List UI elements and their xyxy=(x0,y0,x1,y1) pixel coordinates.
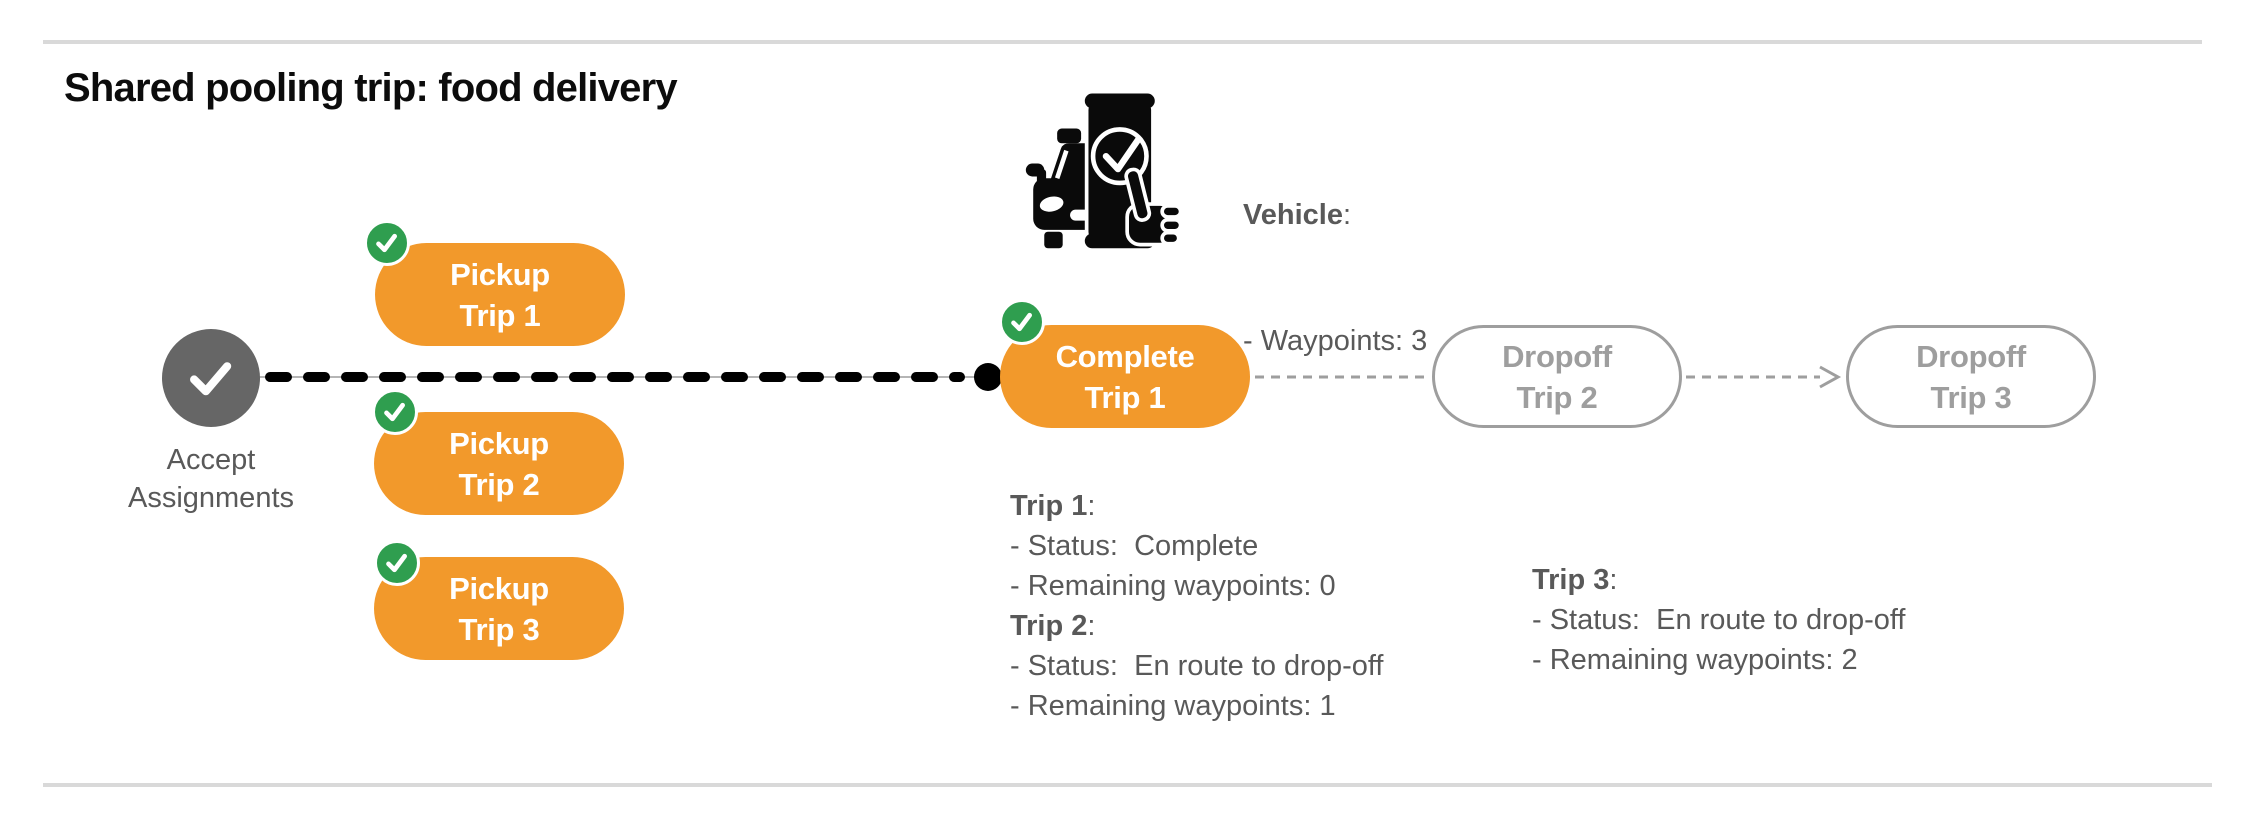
trip-3-name: Trip 3 xyxy=(1532,564,1610,596)
trip-2-name: Trip 2 xyxy=(1010,610,1088,642)
colon: : xyxy=(1087,490,1096,522)
pickup-trip-3-pill: Pickup Trip 3 xyxy=(374,557,624,660)
dropoff-trip-3-pill: Dropoff Trip 3 xyxy=(1846,325,2096,428)
check-badge-icon xyxy=(364,220,410,266)
complete-trip-1-pill: Complete Trip 1 xyxy=(1000,325,1250,428)
car-phone-check-icon xyxy=(1025,93,1183,249)
diagram-title: Shared pooling trip: food delivery xyxy=(64,66,678,110)
accept-assignments-label: Accept Assignments xyxy=(61,441,361,517)
trip-1-heading: Trip 1: xyxy=(1010,486,1383,526)
pill-line1: Pickup xyxy=(450,256,550,292)
check-badge-icon xyxy=(372,389,418,435)
trip-2-heading: Trip 2: xyxy=(1010,606,1383,646)
colon: : xyxy=(1342,199,1352,231)
accept-assignments-node xyxy=(162,329,260,427)
trip-3-heading: Trip 3: xyxy=(1532,560,1905,600)
arrowhead-icon xyxy=(1819,365,1842,389)
pill-line2: Trip 3 xyxy=(458,611,540,647)
pickup-trip-1-pill: Pickup Trip 1 xyxy=(375,243,625,346)
top-rule xyxy=(43,40,2202,44)
trip-2-status: - Status: En route to drop-off xyxy=(1010,650,1384,682)
pill-line2: Trip 2 xyxy=(458,466,540,502)
trip-1-status: - Status: Complete xyxy=(1010,530,1259,562)
vehicle-heading: Vehicle: xyxy=(1243,194,1427,236)
check-badge-icon xyxy=(374,540,420,586)
trip-1-name: Trip 1 xyxy=(1010,490,1088,522)
check-badge-icon xyxy=(999,299,1045,345)
current-position-dot xyxy=(974,363,1002,391)
pill-line2: Trip 3 xyxy=(1930,379,2012,415)
pill-line2: Trip 1 xyxy=(1084,379,1166,415)
pill-line2: Trip 1 xyxy=(459,297,541,333)
trip-3-waypoints: - Remaining waypoints: 2 xyxy=(1532,644,1858,676)
accept-label-line2: Assignments xyxy=(127,482,294,514)
pill-line1: Complete xyxy=(1055,338,1195,374)
pill-line2: Trip 2 xyxy=(1516,379,1598,415)
vehicle-label: Vehicle xyxy=(1243,199,1343,231)
trip-3-status: - Status: En route to drop-off xyxy=(1532,604,1906,636)
trip-2-waypoints: - Remaining waypoints: 1 xyxy=(1010,690,1336,722)
vehicle-caption: Vehicle: - Waypoints: 3 xyxy=(1243,110,1427,446)
pickup-trip-2-pill: Pickup Trip 2 xyxy=(374,412,624,515)
bottom-rule xyxy=(43,783,2212,787)
check-icon xyxy=(190,362,232,396)
pill-line1: Dropoff xyxy=(1916,338,2026,374)
pill-line1: Pickup xyxy=(449,425,549,461)
vehicle-waypoints: - Waypoints: 3 xyxy=(1243,325,1428,357)
pill-line1: Pickup xyxy=(449,570,549,606)
colon: : xyxy=(1609,564,1618,596)
colon: : xyxy=(1087,610,1096,642)
trip-status-block-3: Trip 3: - Status: En route to drop-off -… xyxy=(1532,560,1905,680)
accept-label-line1: Accept xyxy=(166,444,256,476)
trip-1-waypoints: - Remaining waypoints: 0 xyxy=(1010,570,1336,602)
trip-status-block-1-2: Trip 1: - Status: Complete - Remaining w… xyxy=(1010,486,1383,726)
dropoff-trip-2-pill: Dropoff Trip 2 xyxy=(1432,325,1682,428)
pill-line1: Dropoff xyxy=(1502,338,1612,374)
